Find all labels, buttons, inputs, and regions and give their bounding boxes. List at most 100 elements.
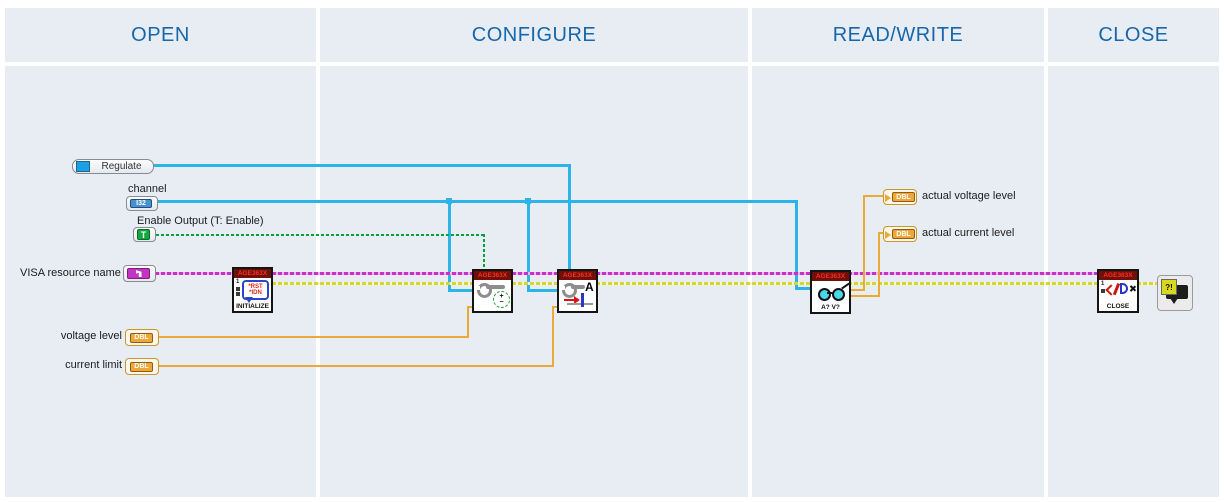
channel-control[interactable]: I32 (126, 196, 158, 211)
port-number: 1 (236, 279, 240, 285)
voltage-level-label: voltage level (60, 330, 122, 342)
wrench-icon (486, 285, 505, 289)
glasses-icon (832, 288, 845, 301)
voltage-level-control[interactable]: DBL (125, 329, 159, 346)
close-node-title: AGE363X (1099, 271, 1137, 280)
section-header-open: OPEN (5, 8, 316, 62)
scpi-rst-text: *RST (248, 284, 263, 290)
section-header-readwrite: READ/WRITE (752, 8, 1044, 62)
wire-current-vertical (552, 306, 554, 367)
close-node-caption: CLOSE (1106, 303, 1130, 310)
wire-visa-main (272, 272, 1099, 275)
visa-resource-label: VISA resource name (20, 267, 121, 279)
configure-current-node[interactable]: AGE363X A (557, 269, 598, 313)
limit-line-icon (581, 293, 584, 307)
scpi-bubble-icon: *RST *IDN (242, 280, 269, 300)
wire-channel-drop3 (795, 200, 798, 289)
ampere-letter: A (585, 280, 594, 294)
section-body-readwrite (752, 66, 1044, 497)
warning-badge: ?! (1161, 279, 1177, 295)
read-node[interactable]: AGE363X A? V? (810, 270, 851, 314)
visa-resource-control[interactable] (123, 265, 156, 282)
close-node[interactable]: AGE363X 1 CLOSE (1097, 269, 1139, 313)
current-limit-label: current limit (65, 359, 122, 371)
enable-output-control[interactable]: T (133, 227, 156, 242)
wire-cout-horizontal (878, 232, 887, 234)
close-glyph-icon (1112, 282, 1120, 296)
boolean-true-chip: T (137, 229, 150, 240)
glasses-handle-icon (841, 282, 850, 290)
plus-sign: + (499, 292, 504, 300)
visa-type-chip (127, 268, 150, 279)
wire-current-horizontal (157, 365, 554, 367)
dbl-type-chip: DBL (130, 361, 153, 372)
wire-channel-into-node1 (448, 289, 474, 292)
wire-channel-drop2 (527, 200, 530, 292)
current-arrow-icon (564, 299, 575, 301)
actual-current-label: actual current level (922, 227, 1015, 239)
simple-error-handler-node[interactable]: ?! (1157, 275, 1193, 311)
wire-cout-stub (850, 295, 880, 297)
axis-line-icon (567, 303, 593, 305)
current-arrow-icon (574, 296, 580, 304)
wire-channel-into-node2 (527, 289, 559, 292)
section-title-readwrite: READ/WRITE (832, 23, 964, 46)
regulate-control[interactable]: Regulate (72, 159, 154, 174)
section-title-configure: CONFIGURE (471, 23, 597, 46)
channel-label: channel (128, 183, 167, 195)
bubble-tail-icon (245, 297, 253, 303)
wire-junction-1 (446, 198, 452, 204)
dc-source-icon: + − (493, 291, 510, 308)
wrench-icon (475, 286, 480, 290)
glasses-bridge-icon (827, 292, 833, 294)
section-title-close: CLOSE (1098, 23, 1169, 46)
visa-io-icon (135, 270, 142, 277)
actual-voltage-label: actual voltage level (922, 190, 1016, 202)
wire-current-into-node2 (552, 306, 560, 308)
wire-enable-horizontal (156, 234, 485, 236)
wrench-icon (477, 283, 492, 298)
wrench-icon (560, 286, 565, 290)
glasses-icon (818, 288, 831, 301)
dbl-type-chip: DBL (892, 229, 915, 239)
wire-vout-stub (850, 289, 865, 291)
enable-output-label: Enable Output (T: Enable) (137, 215, 264, 227)
wire-cout-vertical (878, 232, 880, 297)
wire-voltage-into-node1 (467, 306, 475, 308)
terminal-square-icon (236, 287, 240, 291)
indicator-arrow-icon (885, 194, 891, 202)
wire-voltage-horizontal (157, 336, 469, 338)
configure-voltage-node[interactable]: AGE363X + − (472, 269, 513, 313)
configure-voltage-node-title: AGE363X (474, 271, 511, 280)
current-limit-control[interactable]: DBL (125, 358, 159, 375)
wire-vout-vertical (863, 195, 865, 291)
dbl-type-chip: DBL (892, 192, 915, 202)
initialize-node[interactable]: AGE363X 1 *RST *IDN INITIALIZE (232, 267, 273, 313)
read-node-caption: A? V? (821, 304, 840, 311)
section-body-configure (320, 66, 748, 497)
wire-junction-2 (525, 198, 531, 204)
section-header-close: CLOSE (1048, 8, 1219, 62)
dbl-type-chip: DBL (130, 332, 153, 343)
read-node-title: AGE363X (812, 272, 849, 281)
wire-enable-vertical (483, 234, 485, 271)
wrench-icon (571, 285, 585, 289)
initialize-node-title: AGE363X (234, 269, 271, 278)
terminal-square-icon (1101, 289, 1105, 293)
section-header-configure: CONFIGURE (320, 8, 748, 62)
indicator-arrow-icon (885, 231, 891, 239)
dialog-bubble-tail-icon (1170, 298, 1178, 304)
wire-channel-horizontal (158, 200, 798, 203)
wire-error-to-handler (1137, 282, 1159, 285)
wire-channel-into-read (795, 287, 812, 290)
configure-current-node-title: AGE363X (559, 271, 596, 280)
port-number: 1 (1101, 281, 1105, 287)
wire-visa-left (155, 272, 233, 275)
wire-vout-horizontal (863, 195, 885, 197)
actual-current-indicator[interactable]: DBL (883, 226, 917, 242)
terminal-square-icon (236, 292, 240, 296)
wire-channel-drop1 (448, 200, 451, 292)
regulate-label: Regulate (101, 161, 142, 172)
actual-voltage-indicator[interactable]: DBL (883, 189, 917, 205)
